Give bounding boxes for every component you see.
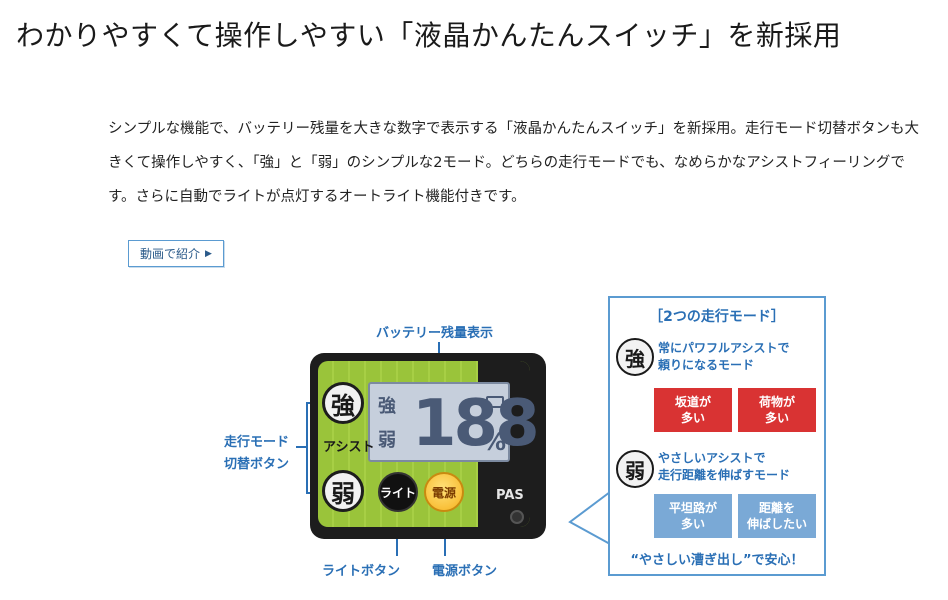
tag-line: 平坦路が	[668, 501, 717, 515]
assist-label: アシスト	[323, 440, 375, 455]
lcd-battery-icon	[486, 396, 504, 408]
weak-mode-desc-line: やさしいアシストで	[658, 451, 766, 465]
tag-line: 坂道が	[674, 395, 711, 409]
light-button-callout: ライトボタン	[322, 564, 401, 579]
strong-mode-desc-line: 頼りになるモード	[658, 358, 755, 372]
mode-panel-footer: “やさしい漕ぎ出し”で安心！	[630, 553, 804, 568]
lcd-strong-indicator: 強	[378, 396, 396, 417]
tag-line: 多い	[680, 411, 705, 425]
strong-mode-desc-line: 常にパワフルアシストで	[658, 341, 790, 355]
lcd-battery-number: 188	[412, 387, 540, 461]
tag-line: 荷物が	[758, 395, 795, 409]
panel-pointer	[568, 491, 611, 545]
description-line: きくて操作しやすく、「強」と「弱」のシンプルな2モード。どちらの走行モードでも、…	[108, 155, 905, 171]
battery-display-callout: バッテリー残量表示	[376, 326, 494, 341]
weak-tag-flat: 平坦路が 多い	[654, 494, 732, 538]
weak-mode-button[interactable]: 弱	[322, 470, 364, 512]
mode-switch-bracket	[306, 402, 308, 494]
lcd-display: 強 弱 188 %	[368, 382, 540, 462]
mode-panel: ［2つの走行モード］ 強 常にパワフルアシストで 頼りになるモード 坂道が 多い…	[608, 296, 826, 576]
strong-tag-luggage: 荷物が 多い	[738, 388, 816, 432]
brand-logo: PAS	[496, 488, 524, 503]
video-intro-label: 動画で紹介	[140, 247, 201, 261]
sensor-dot	[510, 510, 524, 524]
power-button-callout: 電源ボタン	[432, 564, 498, 579]
strong-mode-button[interactable]: 強	[322, 382, 364, 424]
strong-mode-desc: 常にパワフルアシストで 頼りになるモード	[658, 340, 790, 374]
mode-switch-callout-line	[296, 446, 306, 448]
weak-mode-desc-line: 走行距離を伸ばすモード	[658, 468, 791, 482]
mode-switch-callout-line1: 走行モード	[224, 435, 290, 450]
description-line: す。さらに自動でライトが点灯するオートライト機能付きです。	[108, 189, 526, 205]
mode-panel-title: ［2つの走行モード］	[649, 309, 785, 325]
tag-line: 多い	[764, 411, 789, 425]
lcd-weak-indicator: 弱	[378, 430, 396, 451]
tag-line: 距離を	[758, 501, 795, 515]
tag-line: 伸ばしたい	[746, 517, 807, 531]
weak-tag-distance: 距離を 伸ばしたい	[738, 494, 816, 538]
weak-mode-icon: 弱	[616, 450, 654, 488]
strong-tag-slope: 坂道が 多い	[654, 388, 732, 432]
video-intro-button[interactable]: 動画で紹介 ▶	[128, 240, 224, 267]
lcd-percent: %	[482, 428, 507, 456]
strong-mode-icon: 強	[616, 338, 654, 376]
weak-mode-desc: やさしいアシストで 走行距離を伸ばすモード	[658, 450, 790, 484]
mode-switch-callout: 走行モード 切替ボタン	[224, 432, 289, 476]
power-button[interactable]: 電源	[424, 472, 464, 512]
play-triangle-icon: ▶	[205, 248, 212, 259]
tag-line: 多い	[680, 517, 705, 531]
mode-switch-callout-line2: 切替ボタン	[224, 457, 290, 472]
page-title: わかりやすくて操作しやすい「液晶かんたんスイッチ」を新採用	[16, 19, 842, 52]
light-button[interactable]: ライト	[378, 472, 418, 512]
description-line: シンプルな機能で、バッテリー残量を大きな数字で表示する「液晶かんたんスイッチ」を…	[108, 121, 919, 137]
description: シンプルな機能で、バッテリー残量を大きな数字で表示する「液晶かんたんスイッチ」を…	[108, 112, 928, 214]
